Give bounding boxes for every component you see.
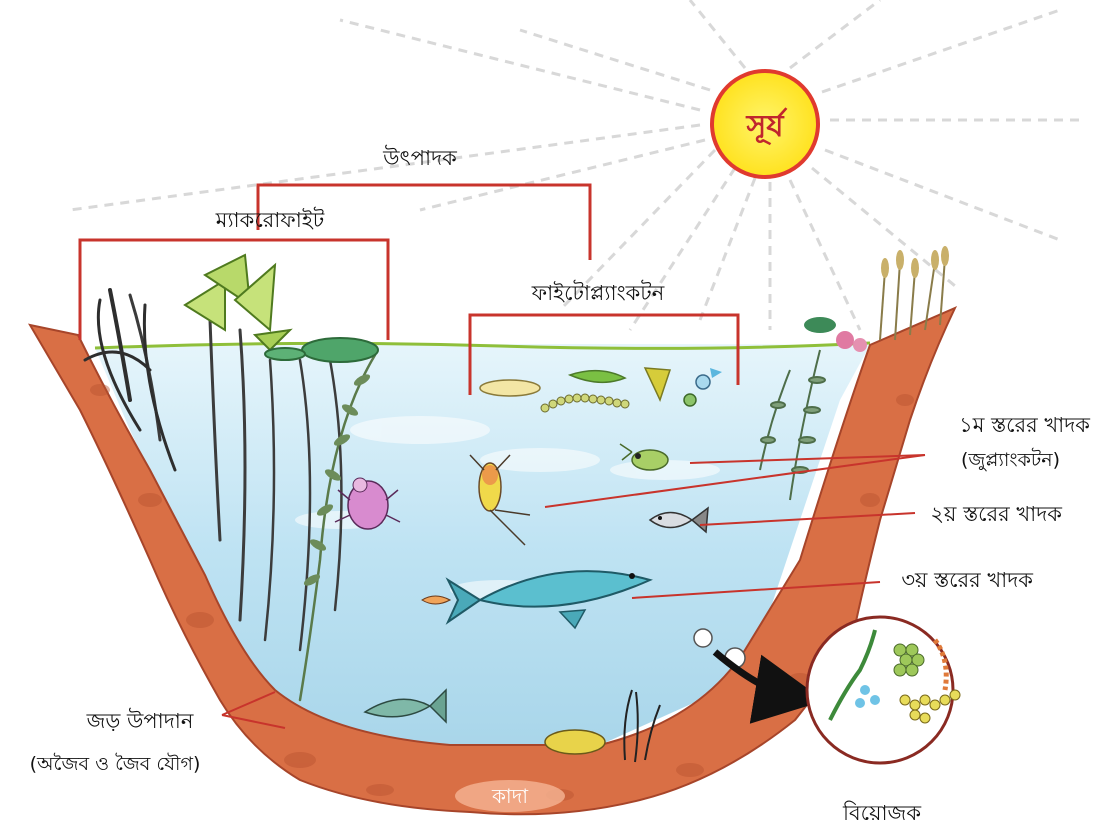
abiotic-note: (অজৈব ও জৈব যৌগ) (30, 753, 201, 775)
mud-label: কাদা (491, 784, 529, 808)
primary-consumer-label: ১ম স্তরের খাদক (959, 413, 1090, 437)
producers-label: উৎপাদক (382, 145, 457, 170)
phytoplankton-label: ফাইটোপ্ল্যাংকটন (531, 280, 665, 305)
secondary-consumer-label: ২য় স্তরের খাদক (930, 502, 1062, 526)
bottom-snail (545, 730, 605, 754)
abiotic-label: জড় উপাদান (86, 708, 194, 733)
decomposer-magnified (807, 617, 960, 763)
sun-label: সূর্য (745, 107, 787, 145)
lily-pads (265, 338, 378, 362)
primary-consumer-note: (জুপ্ল্যাংকটন) (961, 448, 1060, 472)
arrowhead-leaves (185, 255, 290, 350)
decomposer-label: বিয়োজক (842, 801, 921, 825)
tertiary-consumer-label: ৩য় স্তরের খাদক (901, 568, 1033, 592)
sun: সূর্য (712, 71, 818, 177)
macrophyte-label: ম্যাকরোফাইট (215, 207, 325, 232)
